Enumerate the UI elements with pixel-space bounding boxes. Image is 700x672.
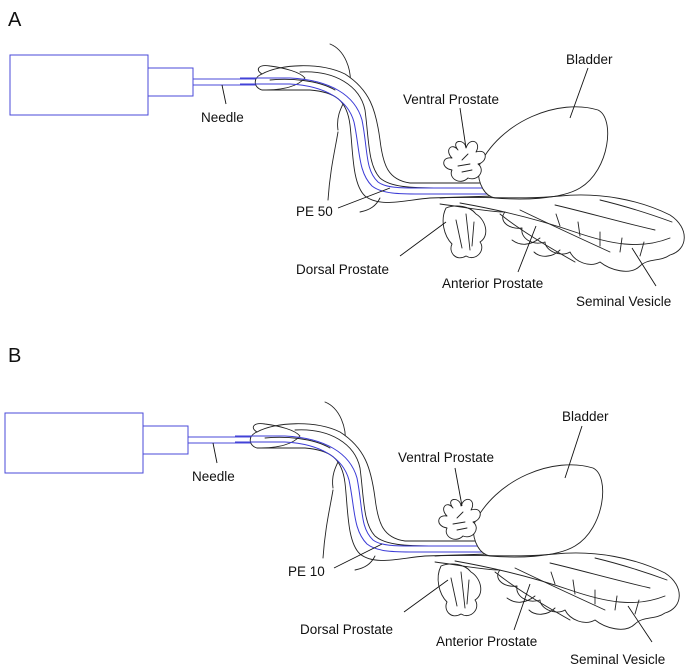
panel-b-dorsal-label: Dorsal Prostate <box>300 622 393 637</box>
panel-a-bladder-leader <box>569 67 589 119</box>
panel-b-bladder-label: Bladder <box>562 409 609 424</box>
panel-a-dorsal-leader <box>399 221 447 257</box>
panel-b-seminal-label: Seminal Vesicle <box>570 652 665 667</box>
panel-a-anatomy <box>9 43 685 272</box>
panel-a-anterior-label: Anterior Prostate <box>442 276 543 291</box>
panel-b: B Needle PE 10 Bladder Ventral Prostate … <box>4 345 680 667</box>
panel-b-needle-leader <box>212 442 218 464</box>
panel-a-dorsal-label: Dorsal Prostate <box>296 262 389 277</box>
panel-a-ventral-leader <box>459 107 467 149</box>
panel-a-seminal-label: Seminal Vesicle <box>576 294 671 309</box>
panel-b-ventral-label: Ventral Prostate <box>398 450 494 465</box>
panel-b-letter: B <box>8 345 21 367</box>
panel-b-tubing-label: PE 10 <box>288 564 325 579</box>
panel-a-letter: A <box>8 9 22 31</box>
panel-a-needle-leader <box>221 84 227 105</box>
panel-a-anterior-leader <box>517 225 537 273</box>
panel-b-anterior-leader <box>513 583 531 631</box>
panel-a-bladder-label: Bladder <box>566 52 613 67</box>
panel-b-needle-label: Needle <box>192 469 235 484</box>
panel-b-seminal-leader <box>627 605 653 643</box>
panel-a-needle-label: Needle <box>201 110 244 125</box>
panel-a: A Needle PE 50 Bladder Ventral Prostate … <box>8 9 685 309</box>
panel-a-tubing-label: PE 50 <box>296 204 333 219</box>
panel-b-bladder-leader <box>564 425 583 479</box>
panel-b-anatomy <box>4 401 680 630</box>
panel-b-ventral-leader <box>454 467 463 507</box>
panel-a-ventral-label: Ventral Prostate <box>403 92 499 107</box>
panel-b-anterior-label: Anterior Prostate <box>436 634 537 649</box>
panel-a-tubing-leader <box>337 187 391 209</box>
panel-b-dorsal-leader <box>403 579 449 613</box>
panel-b-tubing-leader <box>333 543 383 569</box>
panel-a-seminal-leader <box>631 247 657 287</box>
